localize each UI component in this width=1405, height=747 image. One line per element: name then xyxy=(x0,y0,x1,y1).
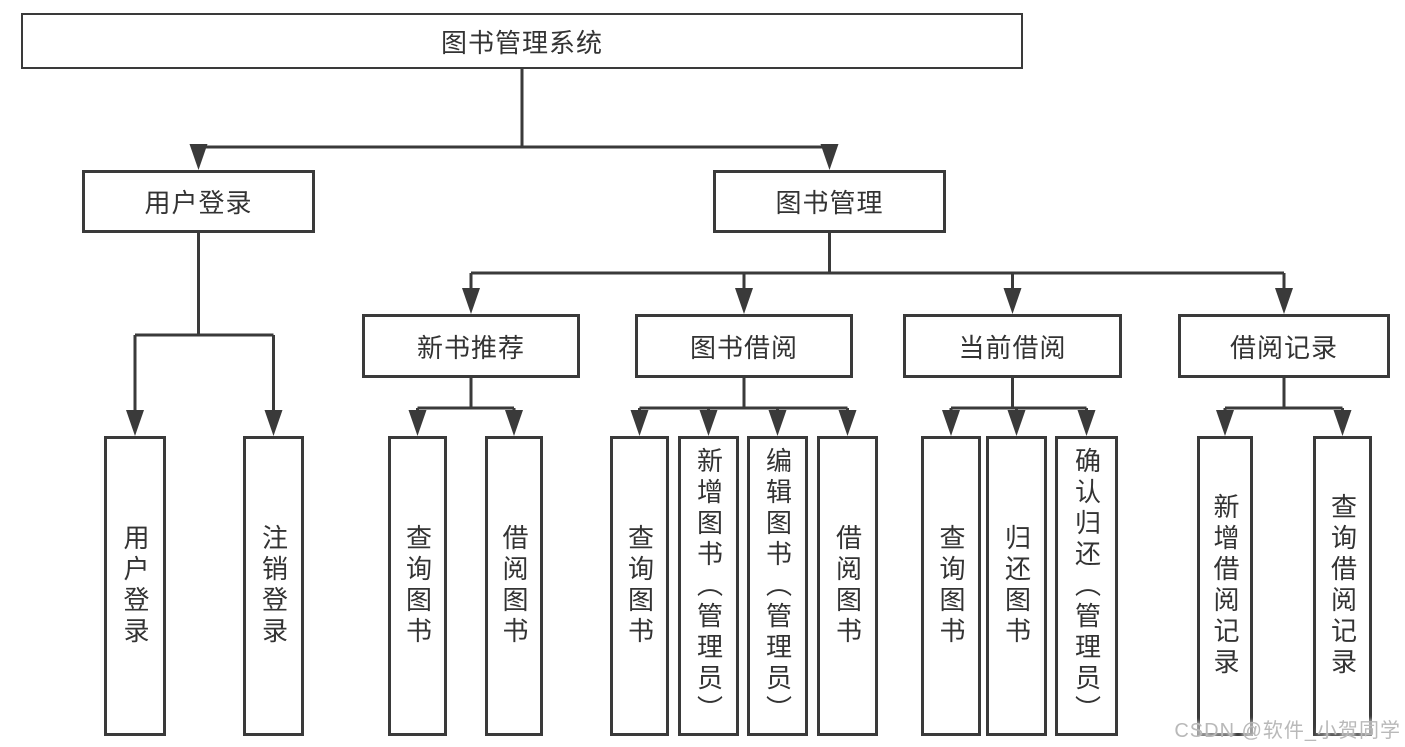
node-label: 图书管理 xyxy=(775,188,884,218)
leaf-borrow-books: 借阅图书 xyxy=(817,436,878,736)
leaf-logout: 注销登录 xyxy=(243,436,304,736)
leaf-query-books-recommend: 查询图书 xyxy=(388,436,447,736)
node-label: 新书推荐 xyxy=(416,332,525,363)
node-label: 借阅记录 xyxy=(1229,332,1338,363)
node-label: 查询图书 xyxy=(936,524,966,648)
node-label: 用户登录 xyxy=(120,524,150,648)
node-book-borrowing: 图书借阅 xyxy=(635,314,853,378)
node-label: 归还图书 xyxy=(1001,524,1032,648)
leaf-edit-book-admin: 编辑图书（管理员） xyxy=(747,436,808,736)
node-borrowing-records: 借阅记录 xyxy=(1178,314,1390,378)
leaf-add-book-admin: 新增图书（管理员） xyxy=(678,436,739,736)
csdn-watermark: CSDN @软件_小贺同学 xyxy=(1174,720,1401,742)
node-label: 当前借阅 xyxy=(958,332,1067,363)
leaf-query-books-borrow: 查询图书 xyxy=(610,436,669,736)
node-label: 借阅图书 xyxy=(499,524,529,648)
node-book-management: 图书管理 xyxy=(713,170,946,233)
leaf-add-borrow-record: 新增借阅记录 xyxy=(1197,436,1253,736)
node-label: 新增借阅记录 xyxy=(1210,493,1240,679)
node-current-borrowing: 当前借阅 xyxy=(903,314,1122,378)
leaf-confirm-return-admin: 确认归还（管理员） xyxy=(1055,436,1118,736)
node-library-management-system: 图书管理系统 xyxy=(21,13,1023,69)
leaf-query-books-current: 查询图书 xyxy=(921,436,981,736)
node-label: 图书借阅 xyxy=(689,332,798,363)
node-label: 确认归还（管理员） xyxy=(1071,446,1102,726)
node-label: 注销登录 xyxy=(258,524,289,648)
node-label: 图书管理系统 xyxy=(440,27,603,58)
leaf-query-borrow-record: 查询借阅记录 xyxy=(1313,436,1372,736)
node-label: 新增图书（管理员） xyxy=(693,446,724,726)
node-label: 编辑图书（管理员） xyxy=(762,446,793,726)
node-label: 用户登录 xyxy=(144,188,253,218)
leaf-borrow-books-recommend: 借阅图书 xyxy=(485,436,543,736)
node-user-login: 用户登录 xyxy=(82,170,315,233)
node-label: 查询图书 xyxy=(624,524,655,648)
node-label: 查询借阅记录 xyxy=(1327,493,1358,679)
leaf-user-login: 用户登录 xyxy=(104,436,166,736)
leaf-return-books: 归还图书 xyxy=(986,436,1047,736)
node-label: 借阅图书 xyxy=(832,524,863,648)
node-new-book-recommendation: 新书推荐 xyxy=(362,314,580,378)
node-label: 查询图书 xyxy=(402,524,433,648)
